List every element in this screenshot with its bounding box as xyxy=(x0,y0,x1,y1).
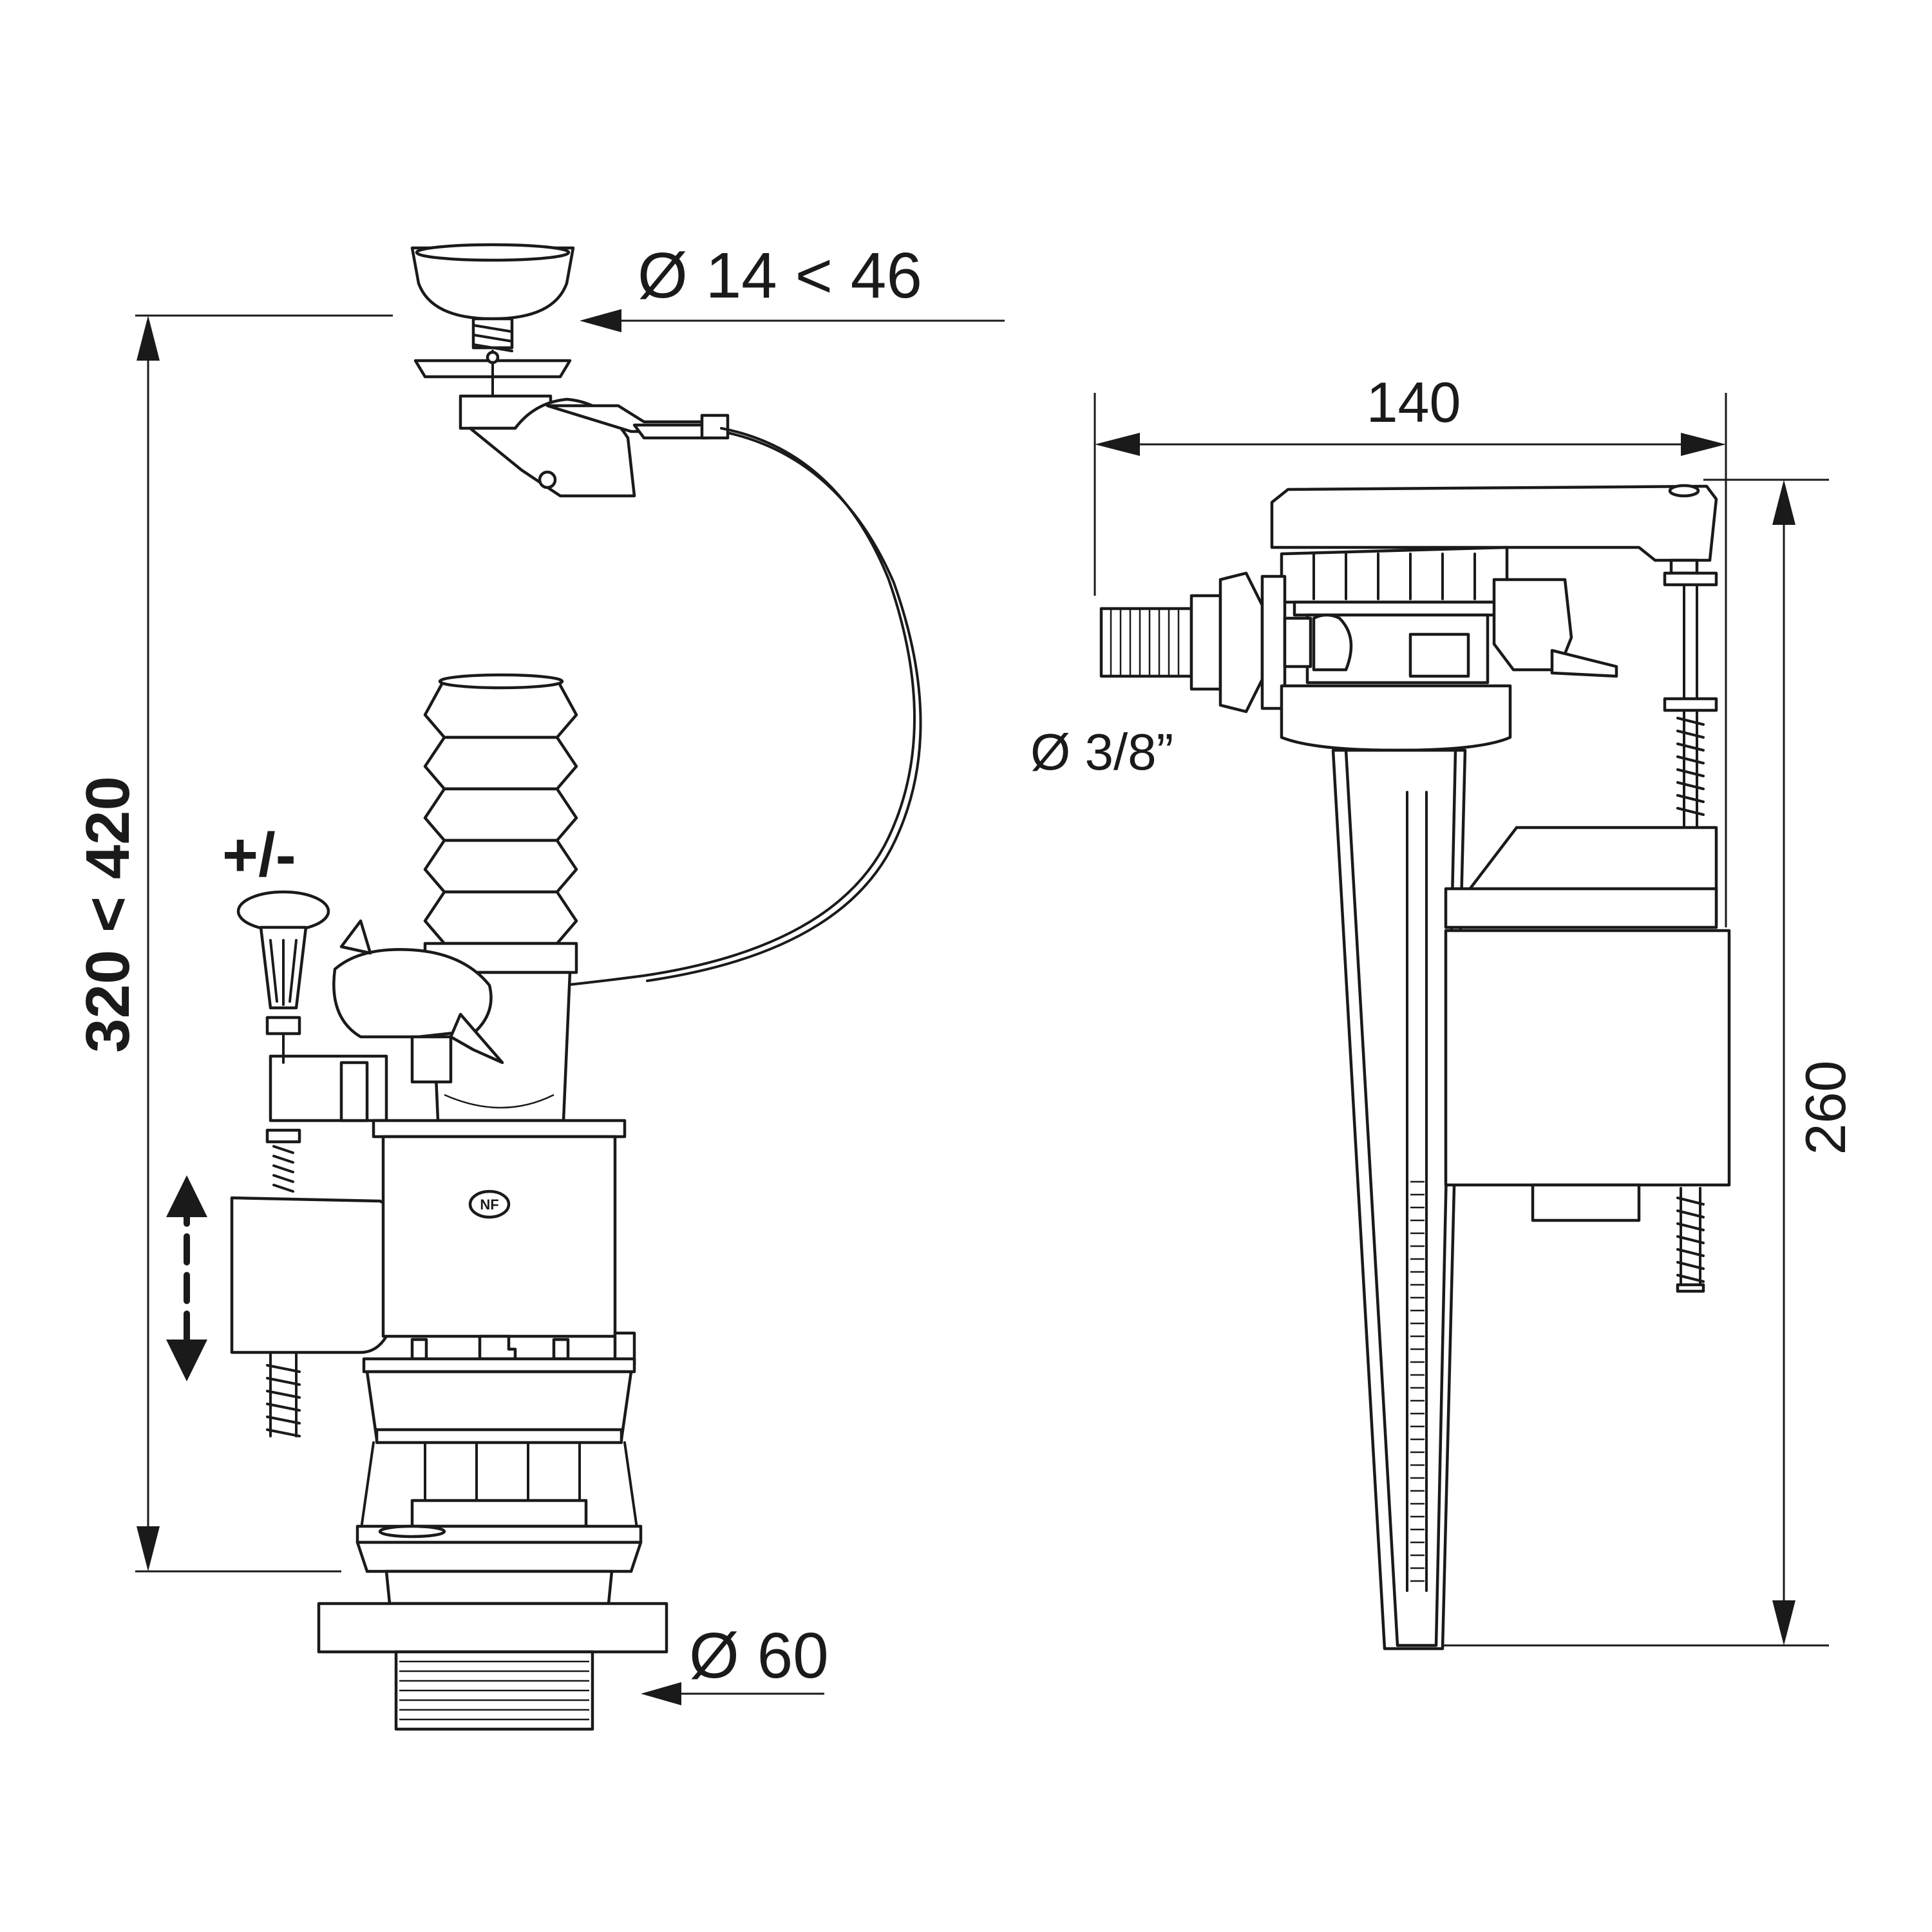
width-dimension: 140 xyxy=(1094,370,1727,596)
height-dimension-right: 260 xyxy=(1404,478,1857,1647)
flush-valve-assembly: 320 < 420 Ø 14 < 46 xyxy=(73,240,1005,1731)
inlet-diameter-label: Ø 3/8” xyxy=(1030,723,1173,781)
adjust-label: +/- xyxy=(222,820,296,889)
fill-valve-body xyxy=(1280,684,1512,1651)
valve-head xyxy=(1280,545,1618,685)
fill-valve-lever xyxy=(1270,484,1718,575)
outlet-flange xyxy=(317,1602,668,1731)
outlet-diameter-dimension: Ø 60 xyxy=(641,1620,829,1705)
valve-body: NF xyxy=(355,1119,643,1605)
inlet-connector: Ø 3/8” xyxy=(1030,571,1312,781)
fill-valve-assembly: 140 260 xyxy=(1030,370,1857,1651)
adjustment-rod xyxy=(1663,571,1718,1293)
cable-head xyxy=(459,394,730,498)
nf-logo-icon xyxy=(468,1189,511,1219)
height-dimension-left: 320 < 420 xyxy=(73,314,393,1573)
button-diameter-label: Ø 14 < 46 xyxy=(638,240,922,312)
lever-mechanism xyxy=(269,919,504,1122)
outlet-diameter-label: Ø 60 xyxy=(689,1620,829,1692)
height-label-right: 260 xyxy=(1794,1061,1857,1155)
float-cup xyxy=(1444,826,1731,1222)
height-range-label: 320 < 420 xyxy=(73,776,142,1053)
push-button xyxy=(410,243,575,397)
adjustment-screw: +/- xyxy=(222,820,330,1193)
certification-mark: NF xyxy=(480,1197,498,1213)
up-down-arrow-icon xyxy=(166,1175,207,1381)
button-diameter-dimension: Ø 14 < 46 xyxy=(580,240,1005,332)
width-label: 140 xyxy=(1367,370,1461,434)
